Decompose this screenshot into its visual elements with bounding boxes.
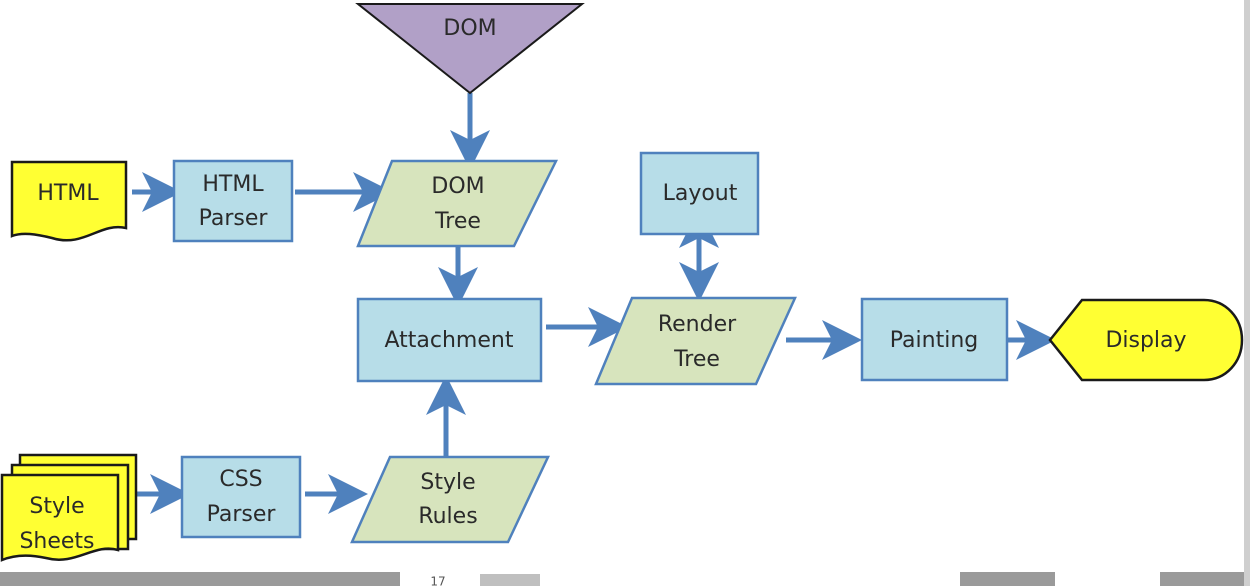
node-attachment-label: Attachment — [385, 328, 514, 353]
style-rules-parallelogram — [350, 455, 550, 544]
node-html-parser-label-line2: Parser — [199, 206, 269, 231]
node-style-sheets-label-line2: Sheets — [19, 529, 94, 554]
dom-triangle-shape — [355, 3, 585, 95]
node-render-tree-label-line2: Tree — [673, 347, 720, 372]
style-sheets-front-page — [0, 473, 120, 562]
node-dom-tree-label-line2: Tree — [434, 209, 481, 234]
node-style-sheets: Style Sheets — [0, 453, 138, 562]
html-parser-box — [172, 159, 294, 243]
node-dom: DOM — [355, 3, 585, 95]
underlying-slide-strip: 17 — [0, 572, 1250, 586]
render-tree-parallelogram — [594, 296, 797, 386]
node-css-parser: CSS Parser — [180, 455, 302, 539]
node-style-rules-label-line2: Rules — [418, 504, 477, 529]
node-html-label: HTML — [37, 181, 99, 206]
html-document-shape — [10, 160, 128, 242]
node-html: HTML — [10, 160, 128, 242]
dom-tree-parallelogram — [356, 159, 559, 248]
node-display: Display — [1048, 298, 1244, 382]
bottom-strip-thumbnail — [1055, 572, 1160, 586]
painting-box — [860, 297, 1009, 382]
node-dom-tree-label-line1: DOM — [431, 174, 484, 199]
node-css-parser-label-line1: CSS — [219, 467, 262, 492]
node-layout: Layout — [639, 151, 760, 236]
bottom-strip-panel — [480, 574, 540, 586]
node-dom-label: DOM — [443, 16, 496, 41]
right-edge-border — [1244, 0, 1250, 586]
node-dom-tree: DOM Tree — [356, 159, 559, 248]
attachment-box — [356, 297, 543, 383]
layout-box — [639, 151, 760, 236]
node-layout-label: Layout — [663, 181, 738, 206]
node-display-label: Display — [1105, 328, 1186, 353]
node-style-sheets-label-line1: Style — [29, 494, 84, 519]
node-css-parser-label-line2: Parser — [207, 502, 277, 527]
node-style-rules: Style Rules — [350, 455, 550, 544]
node-painting: Painting — [860, 297, 1009, 382]
css-parser-box — [180, 455, 302, 539]
node-attachment: Attachment — [356, 297, 543, 383]
node-html-parser-label-line1: HTML — [202, 172, 264, 197]
node-render-tree: Render Tree — [594, 296, 797, 386]
node-html-parser: HTML Parser — [172, 159, 294, 243]
node-painting-label: Painting — [890, 328, 978, 353]
page-number: 17 — [430, 575, 445, 586]
node-render-tree-label-line1: Render — [658, 312, 737, 337]
display-shape — [1048, 298, 1244, 382]
node-style-rules-label-line1: Style — [420, 470, 475, 495]
